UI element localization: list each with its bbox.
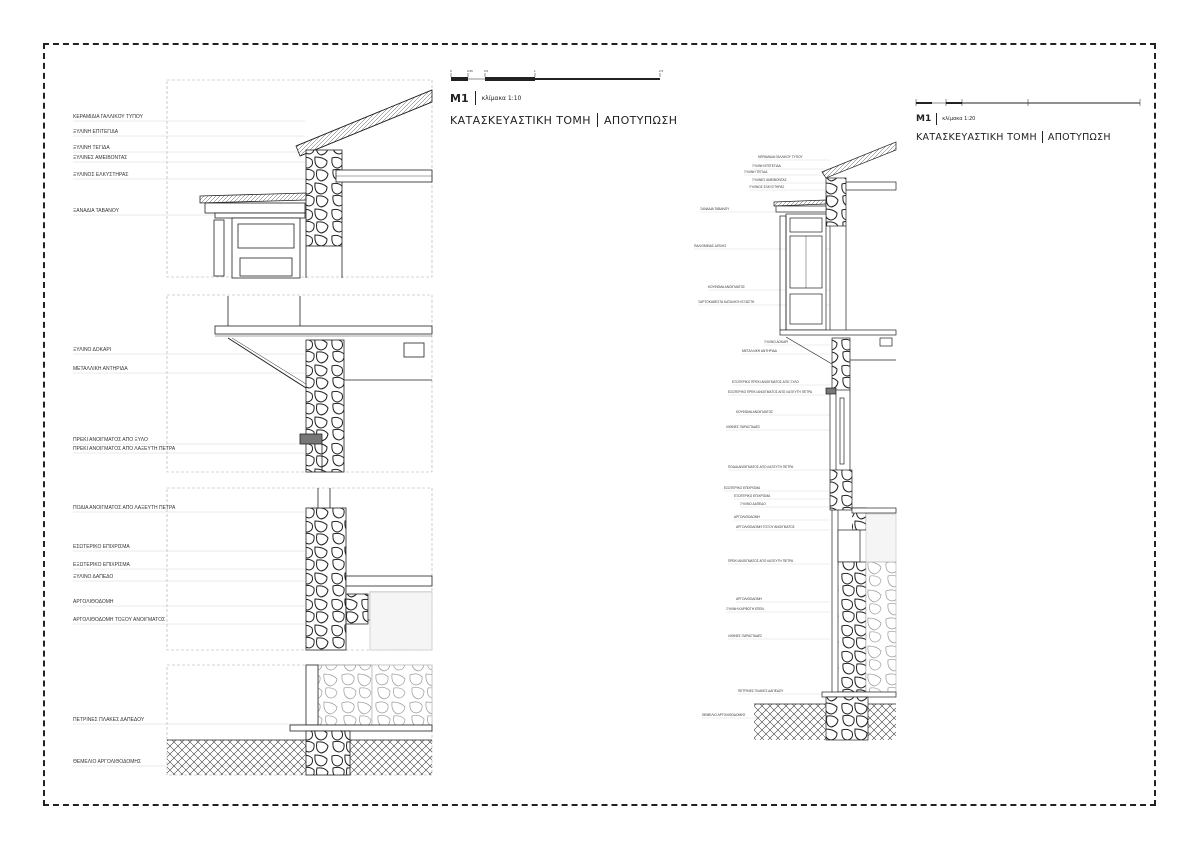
left-label: ΚΕΡΑΜΙΔΙΑ ΓΑΛΛΙΚΟΥ ΤΥΠΟΥ bbox=[73, 114, 143, 120]
left-label: ΕΞΩΤΕΡΙΚΟ ΕΠΙΧΡΙΣΜΑ bbox=[73, 562, 130, 568]
right-label: ΕΞΩΤΕΡΙΚΟ ΠΡΕΚΙ ΑΝΟΙΓΜΑΤΟΣ ΑΠΟ ΞΥΛΟ bbox=[732, 380, 799, 384]
right-label: ΠΟΔΙΑ ΑΝΟΙΓΜΑΤΟΣ ΑΠΟ ΛΑΞΕΥΤΗ ΠΕΤΡΑ bbox=[728, 465, 794, 469]
right-code: M1 bbox=[916, 114, 932, 124]
sheet-border bbox=[43, 43, 1156, 806]
scale-tick-label: 0.05 bbox=[467, 69, 473, 73]
right-label: ΞΥΛΙΝΗ ΤΕΓΙΔΑ bbox=[744, 170, 768, 174]
left-label: ΞΥΛΙΝΟΣ ΕΛΚΥΣΤΗΡΑΣ bbox=[73, 172, 129, 178]
left-subtitle: ΑΠΟΤΥΠΩΣΗ bbox=[603, 113, 678, 127]
left-label: ΑΡΓΟΛΙΘΟΔΟΜΗ bbox=[73, 599, 114, 605]
right-label: ΠΕΤΡΙΝΕΣ ΠΛΑΚΕΣ ΔΑΠΕΔΟΥ bbox=[738, 689, 784, 693]
right-label: ΞΥΛΙΝΟ ΔΟΚΑΡΙ bbox=[764, 340, 789, 344]
left-label: ΞΥΛΙΝΗ ΤΕΓΙΔΑ bbox=[73, 145, 110, 151]
left-label: ΞΥΛΙΝΟ ΔΑΠΕΔΟ bbox=[73, 574, 114, 580]
right-scale: κλίμακα 1:20 bbox=[942, 116, 976, 122]
right-label: ΘΕΜΕΛΙΟ ΑΡΓΟΛΙΘΟΔΟΜΗΣ bbox=[702, 713, 746, 717]
left-label: ΠΕΤΡΙΝΕΣ ΠΛΑΚΕΣ ΔΑΠΕΔΟΥ bbox=[73, 717, 145, 723]
right-label: ΞΥΛΙΝΗ ΚΑΡΦΩΤΗ ΕΠΕΝ. bbox=[726, 607, 765, 611]
left-label: ΠΟΔΙΑ ΑΝΟΙΓΜΑΤΟΣ ΑΠΟ ΛΑΞΕΥΤΗ ΠΕΤΡΑ bbox=[73, 505, 176, 511]
left-label: ΞΑΝΑΔΙΑ ΤΑΒΑΝΟΥ bbox=[73, 208, 119, 214]
left-label: ΠΡΕΚΙ ΑΝΟΙΓΜΑΤΟΣ ΑΠΟ ΛΑΞΕΥΤΗ ΠΕΤΡΑ bbox=[73, 446, 176, 452]
left-title-block: M1 κλίμακα 1:10 ΚΑΤΑΣΚΕΥΑΣΤΙΚΗ ΤΟΜΗ ΑΠΟΤ… bbox=[450, 91, 677, 127]
left-label: ΕΣΩΤΕΡΙΚΟ ΕΠΙΧΡΙΣΜΑ bbox=[73, 544, 130, 550]
right-label: ΞΥΛΙΝΟΣ ΕΛΚΥΣΤΗΡΑΣ bbox=[749, 185, 785, 189]
left-label: ΞΥΛΙΝΟ ΔΟΚΑΡΙ bbox=[73, 347, 112, 353]
left-label: ΑΡΓΟΛΙΘΟΔΟΜΗ ΤΟΞΟΥ ΑΝΟΙΓΜΑΤΟΣ bbox=[73, 617, 166, 623]
right-label: ΕΣΩΤΕΡΙΚΟ ΠΡΕΚΙ ΑΝΟΙΓΜΑΤΟΣ ΑΠΟ ΛΑΞΕΥΤΗ Π… bbox=[728, 390, 813, 394]
left-label: ΘΕΜΕΛΙΟ ΑΡΓΟΛΙΘΟΔΟΜΗΣ bbox=[73, 759, 142, 765]
left-scale: κλίμακα 1:10 bbox=[481, 94, 522, 102]
left-label: ΞΥΛΙΝΕΣ ΑΜΕΙΒΟΝΤΑΣ bbox=[73, 155, 128, 161]
right-label: ΞΥΛΙΝΟ ΔΑΠΕΔΟ bbox=[740, 502, 766, 506]
right-label: ΕΣΩΤΕΡΙΚΟ ΕΠΙΧΡΙΣΜΑ bbox=[724, 486, 761, 490]
right-label: ΑΡΓΟΛΙΘΟΔΟΜΗ ΤΟΞΟΥ ΑΝΟΙΓΜΑΤΟΣ bbox=[736, 525, 795, 529]
right-label: ΑΡΓΟΛΙΘΟΔΟΜΗ bbox=[734, 515, 760, 519]
right-label: ΠΡΕΚΙ ΑΝΟΙΓΜΑΤΟΣ ΑΠΟ ΛΑΞΕΥΤΗ ΠΕΤΡΑ bbox=[728, 559, 794, 563]
right-label: ΠΑΛΙΟΜΙΝΑΣ ΔΙΠΛΗΣ bbox=[694, 244, 727, 248]
right-label: ΛΙΘΙΝΕΣ ΠΑΡΑΣΤΑΔΕΣ bbox=[728, 634, 763, 638]
right-label: ΚΟΥΦΩΜΑ ΑΝΟΙΓΜΑΤΟΣ bbox=[708, 285, 746, 289]
left-code: M1 bbox=[450, 91, 469, 105]
right-label: ΛΙΘΙΝΕΣ ΠΑΡΑΣΤΑΔΕΣ bbox=[726, 425, 761, 429]
left-label: ΞΥΛΙΝΗ ΕΠΙΤΕΓΙΔΑ bbox=[73, 129, 119, 135]
left-label: ΜΕΤΑΛΛΙΚΗ ΑΝΤΗΡΙΔΑ bbox=[73, 366, 128, 372]
right-title-block: M1 κλίμακα 1:20 ΚΑΤΑΣΚΕΥΑΣΤΙΚΗ ΤΟΜΗ ΑΠΟΤ… bbox=[916, 113, 1111, 143]
scale-tick-label: 1 bbox=[534, 69, 536, 73]
left-title: ΚΑΤΑΣΚΕΥΑΣΤΙΚΗ ΤΟΜΗ bbox=[450, 113, 591, 127]
left-label: ΠΡΕΚΙ ΑΝΟΙΓΜΑΤΟΣ ΑΠΟ ΞΥΛΟ bbox=[73, 437, 148, 443]
right-label: ΚΕΡΑΜΙΔΙΑ ΓΑΛΛΙΚΟΥ ΤΥΠΟΥ bbox=[758, 155, 803, 159]
right-label: ΚΟΥΦΩΜΑ ΑΝΟΙΓΜΑΤΟΣ bbox=[736, 410, 774, 414]
scale-tick-label: 2.5 bbox=[659, 69, 664, 73]
right-subtitle: ΑΠΟΤΥΠΩΣΗ bbox=[1047, 131, 1111, 143]
right-label: ΕΞΩΤΕΡΙΚΟ ΕΠΙΧΡΙΣΜΑ bbox=[734, 494, 771, 498]
right-label: ΜΕΤΑΛΛΙΚΗ ΑΝΤΗΡΙΔΑ bbox=[742, 349, 777, 353]
right-label: ΞΥΛΙΝΕΣ ΑΜΕΙΒΟΝΤΑΣ bbox=[752, 178, 787, 182]
right-title: ΚΑΤΑΣΚΕΥΑΣΤΙΚΗ ΤΟΜΗ bbox=[916, 131, 1037, 143]
scale-tick-label: 0.5 bbox=[484, 69, 489, 73]
scale-tick-label: 0 bbox=[450, 69, 452, 73]
right-label: ΑΡΓΟΛΙΘΟΔΟΜΗ bbox=[736, 597, 762, 601]
right-label: ΞΥΛΙΝΗ ΕΠΙΤΕΓΙΔΑ bbox=[752, 164, 781, 168]
right-label: ΞΑΡΤΟΚΑΘΕΣΤΑ ΚΑΤΑΛΗΞΗ ΕΞΩΣΤΗ bbox=[698, 300, 755, 304]
right-label: ΞΑΝΑΔΙΑ ΤΑΒΑΝΟΥ bbox=[700, 207, 730, 211]
